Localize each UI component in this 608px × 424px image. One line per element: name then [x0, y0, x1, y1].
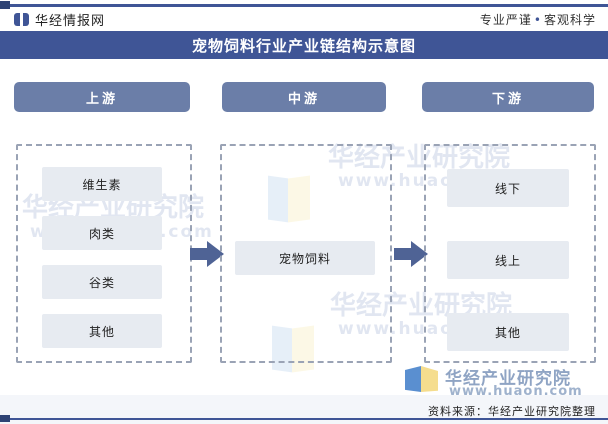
node-label: 其他 — [494, 325, 521, 340]
node-label: 线上 — [494, 253, 521, 268]
stage-header-label: 中游 — [287, 91, 320, 107]
brand-logo-group[interactable]: 华经情报网 — [14, 10, 105, 29]
node-label: 宠物饲料 — [278, 251, 331, 266]
right-arrow-icon-midstream-to-downstream — [394, 241, 428, 267]
node-downstream-1[interactable]: 线上 — [447, 241, 569, 279]
tagline: 专业严谨•客观科学 — [480, 11, 596, 28]
bottom-divider-cap — [0, 415, 10, 422]
node-midstream-0[interactable]: 宠物饲料 — [235, 241, 375, 275]
open-book-icon — [14, 13, 29, 26]
node-upstream-2[interactable]: 谷类 — [42, 265, 162, 299]
node-upstream-0[interactable]: 维生素 — [42, 167, 162, 201]
node-upstream-3[interactable]: 其他 — [42, 314, 162, 348]
node-label: 谷类 — [88, 275, 115, 290]
source-note: 资料来源：华经产业研究院整理 — [428, 405, 596, 418]
node-label: 线下 — [494, 181, 521, 196]
node-downstream-2[interactable]: 其他 — [447, 313, 569, 351]
node-label: 肉类 — [88, 226, 115, 241]
page-title: 宠物饲料行业产业链结构示意图 — [191, 36, 416, 55]
title-bar: 宠物饲料行业产业链结构示意图 — [0, 31, 608, 59]
stage-header-downstream[interactable]: 下游 — [422, 82, 594, 112]
node-upstream-1[interactable]: 肉类 — [42, 216, 162, 250]
top-divider-cap — [0, 1, 10, 9]
brand-row: 华经情报网 专业严谨•客观科学 — [0, 9, 608, 30]
tagline-right: 客观科学 — [543, 13, 596, 27]
stage-header-label: 下游 — [491, 91, 524, 107]
node-label: 维生素 — [82, 177, 122, 192]
diagram-canvas: 华经产业研究院 www.huaon.com 华经产业研究院 www.huaon.… — [0, 59, 608, 395]
brand-name: 华经情报网 — [35, 14, 106, 29]
stage-group-midstream — [220, 144, 392, 363]
stage-header-midstream[interactable]: 中游 — [222, 82, 386, 112]
top-divider-rule — [0, 4, 608, 7]
right-arrow-icon-upstream-to-midstream — [190, 241, 224, 267]
tagline-dot-icon: • — [533, 13, 542, 27]
stage-header-label: 上游 — [85, 91, 118, 107]
tagline-left: 专业严谨 — [479, 13, 532, 27]
node-downstream-0[interactable]: 线下 — [447, 169, 569, 207]
bottom-divider-rule — [0, 418, 608, 420]
stage-group-downstream — [424, 144, 596, 363]
stage-header-upstream[interactable]: 上游 — [14, 82, 190, 112]
node-label: 其他 — [88, 324, 115, 339]
